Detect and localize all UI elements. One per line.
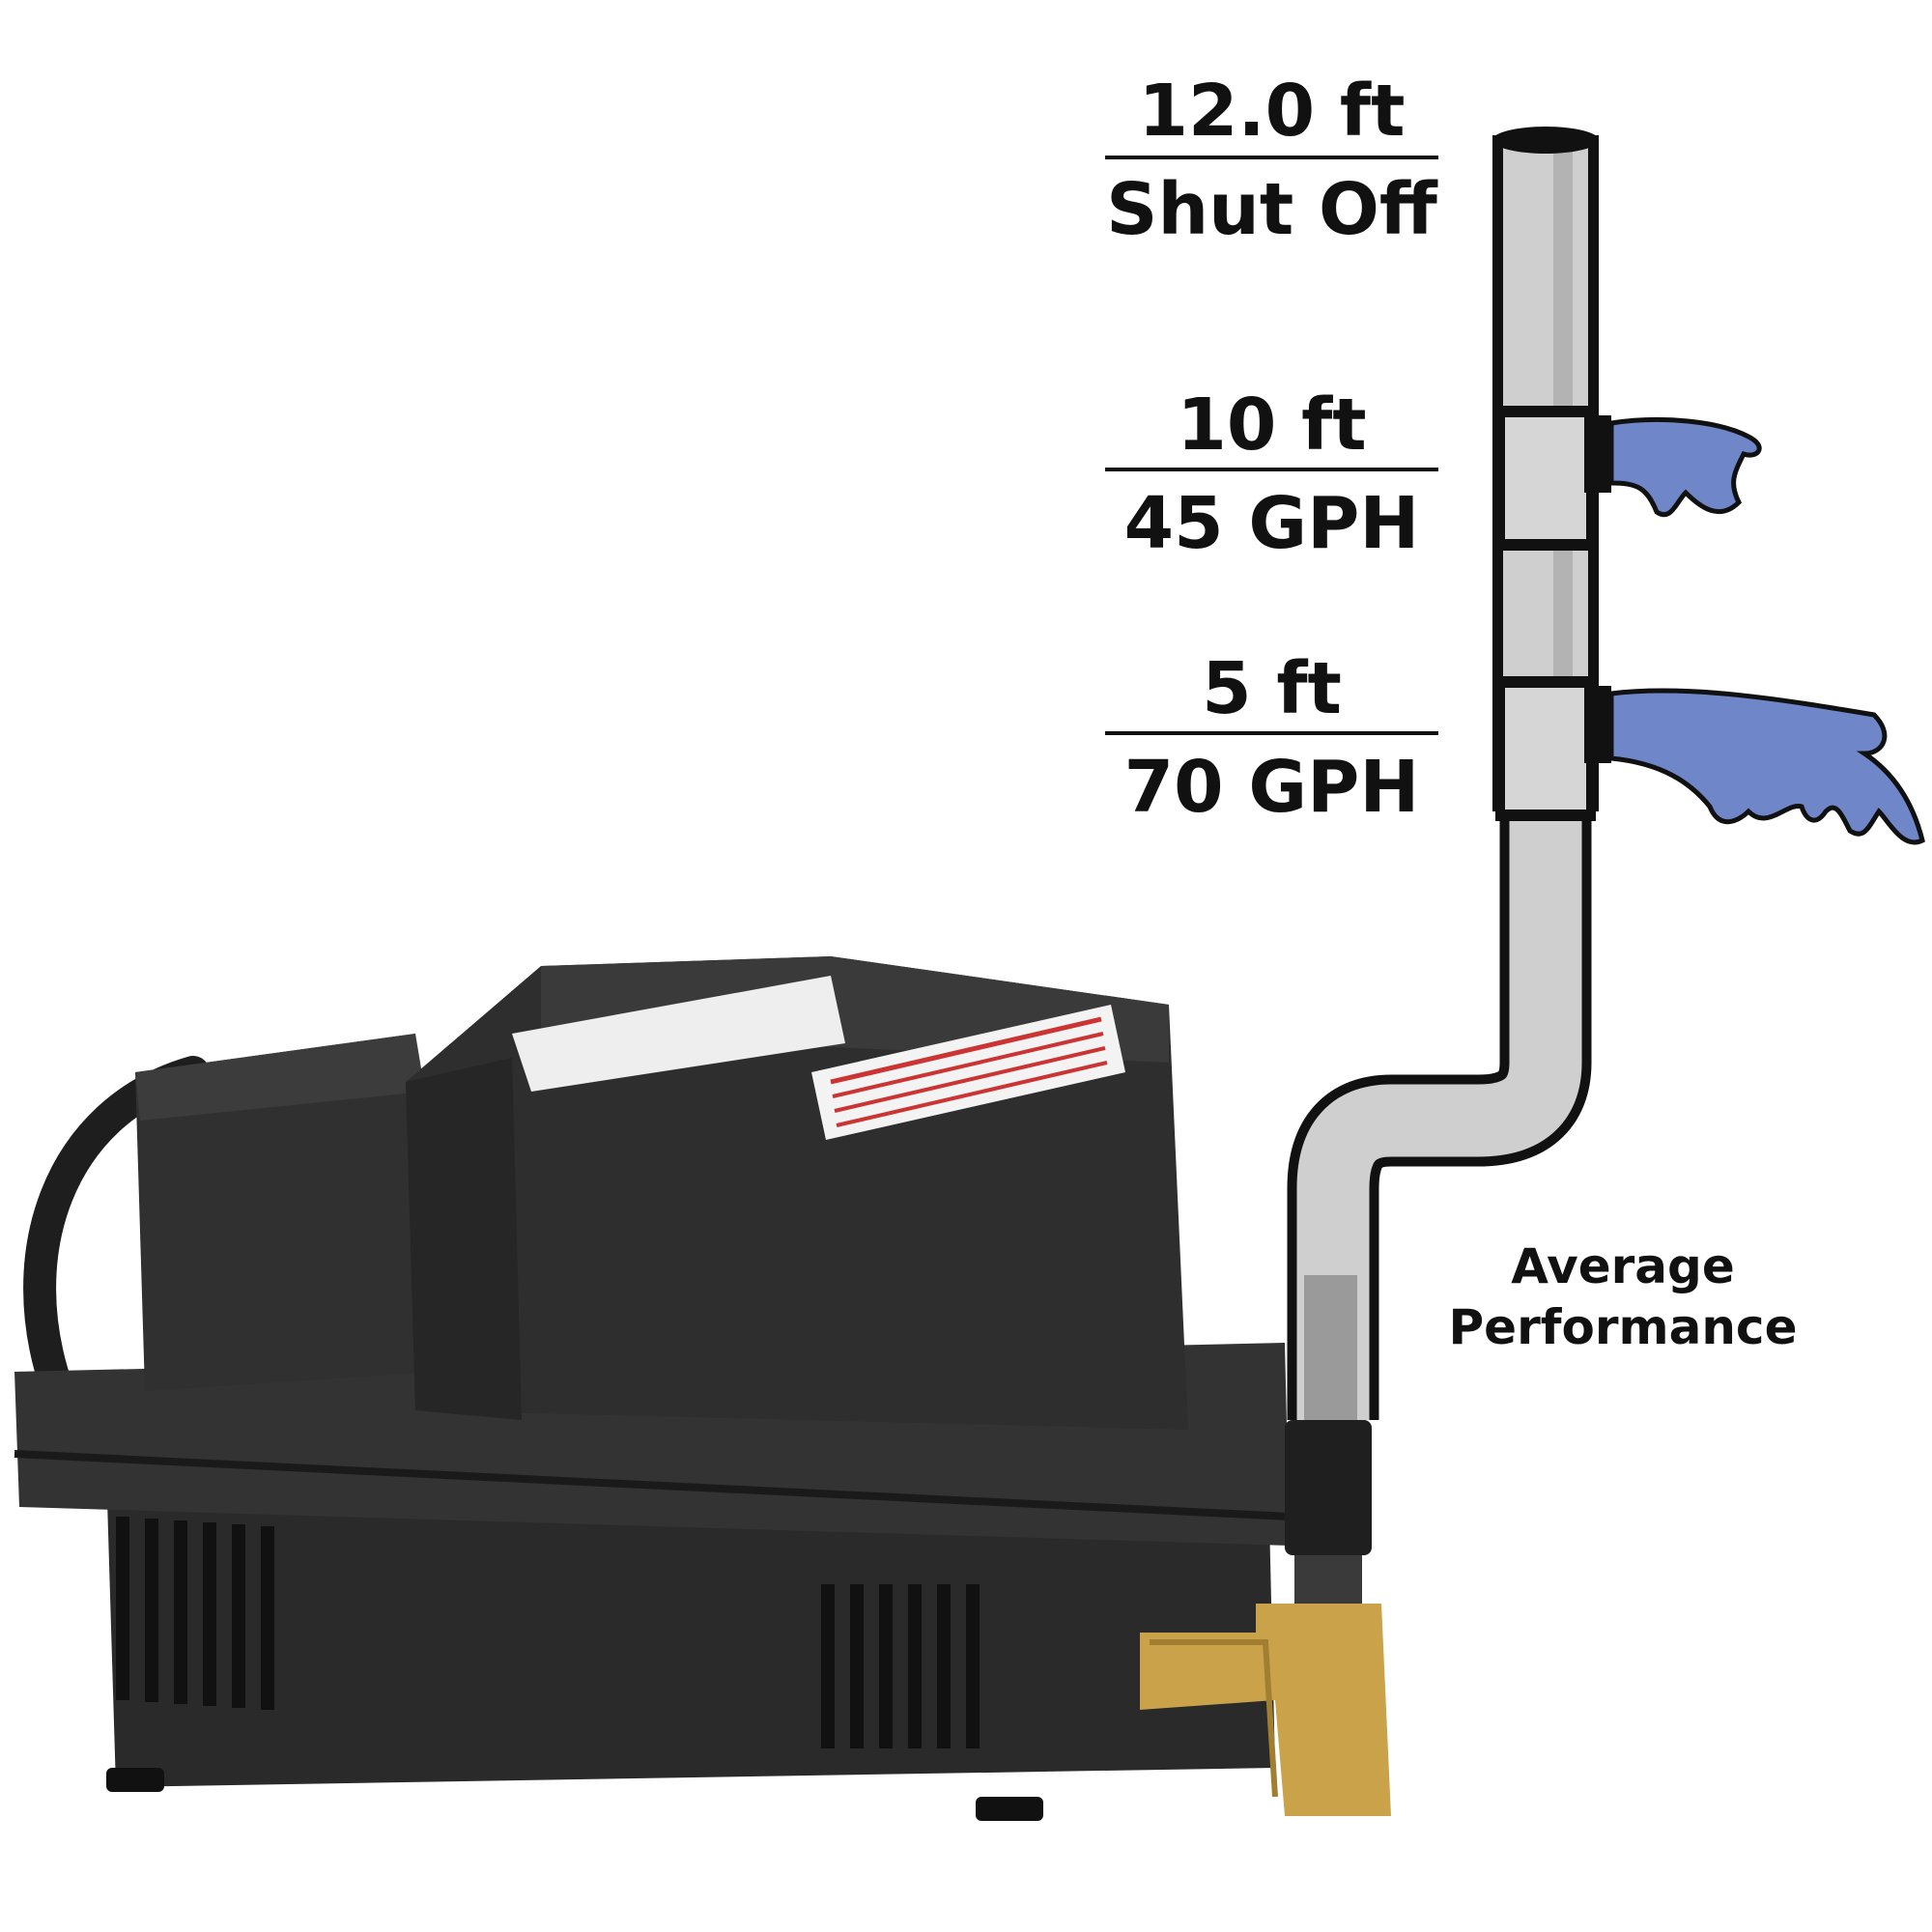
level-height-label-shutoff: 12.0 ft [1138, 70, 1406, 153]
warning-label-sticker [811, 1005, 1125, 1140]
product-label-sticker [512, 976, 845, 1092]
water-stream-70gph [1608, 688, 1925, 845]
water-stream-45gph [1608, 416, 1762, 517]
level-height-label-5ft: 5 ft [1202, 647, 1342, 730]
level-divider-10ft [1105, 468, 1438, 471]
outlet-fitting [1285, 1420, 1372, 1555]
average-performance-caption: Average Performance [1420, 1236, 1826, 1357]
brass-elbow-fitting [1140, 1604, 1391, 1816]
level-flow-label-10ft: 45 GPH [1123, 482, 1420, 565]
level-divider-5ft [1105, 731, 1438, 735]
performance-line-2: Performance [1448, 1298, 1798, 1355]
standpipe-cap [1492, 127, 1599, 154]
motor-housing-left [135, 1034, 435, 1391]
right-vents [821, 1584, 980, 1748]
level-divider-shutoff [1105, 156, 1438, 159]
level-flow-label-5ft: 70 GPH [1123, 746, 1420, 829]
level-height-label-10ft: 10 ft [1177, 384, 1367, 467]
level-flow-label-shutoff: Shut Off [1106, 168, 1437, 251]
performance-line-1: Average [1511, 1238, 1735, 1294]
left-vents [116, 1517, 274, 1710]
